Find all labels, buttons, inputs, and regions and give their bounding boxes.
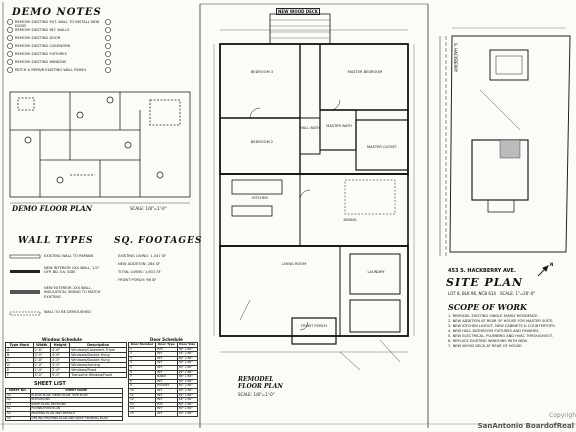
demo-note-item-4: REMOVE EXISTING CASEWORK <box>15 44 71 48</box>
demo-note-markers <box>7 19 111 73</box>
demo-note-item-2: REMOVE EXISTING INT. WALLS <box>15 28 70 32</box>
room-kitchen: KITCHEN <box>252 196 268 200</box>
table-header: Type Mark <box>5 342 34 348</box>
wall-type-swatches <box>9 254 41 316</box>
sq-footage-total: TOTAL LIVING: 1,631 SF <box>118 270 161 274</box>
wall-type-new-interior: NEW INTERIOR 2X4 WALL, 1/2" GYP. BD. EA.… <box>44 266 100 275</box>
table-cell: 3'-0" <box>32 372 52 378</box>
site-plan-title: SITE PLAN <box>446 276 524 289</box>
demo-notes-title: DEMO NOTES <box>12 7 102 18</box>
floor-plan-scale: SCALE: 1/8"=1'-0" <box>238 392 275 397</box>
sq-footage-porch: FRONT PORCH: 96 SF <box>118 278 157 282</box>
wall-type-new-exterior: NEW EXTERIOR 2X4 WALL, INSULATION, SIDIN… <box>44 286 101 299</box>
demo-note-item-6: REMOVE EXISTING WINDOW <box>15 60 66 64</box>
room-living-room: LIVING ROOM <box>281 262 307 266</box>
table-cell: 30" x 80" <box>176 410 199 417</box>
scope-item-2: 2. NEW ADDITION AT REAR OF HOUSE FOR MAS… <box>448 319 554 323</box>
room-master-bath: MASTER BATH <box>326 124 352 128</box>
wall-type-demolish: WALL TO BE DEMOLISHED <box>44 310 92 314</box>
table-cell: S3 <box>5 415 31 422</box>
table-cell: 15 <box>127 410 157 417</box>
demo-plan-drawing <box>9 91 191 204</box>
demo-note-item-3: REMOVE EXISTING DOOR <box>15 36 61 40</box>
site-scale: SCALE: 1"=20'-0" <box>500 291 536 296</box>
room-master-bedroom: MASTER BEDROOM <box>347 70 383 74</box>
demo-note-item-5: REMOVE EXISTING FIXTURES <box>15 52 67 56</box>
scope-item-3: 3. NEW KITCHEN LAYOUT, NEW CABINETS & CO… <box>448 324 556 328</box>
room-dining: DINING <box>343 218 357 222</box>
table-cell: F <box>5 372 34 378</box>
scope-item-7: 7. NEW WOOD DECK AT REAR OF HOUSE. <box>448 344 523 348</box>
table-cell: CEILING FRAMING PLAN AND ROOF FRAMING PL… <box>29 415 124 422</box>
copyright-watermark: Copyrigh <box>549 412 576 419</box>
demo-note-item-1: REMOVE EXISTING EXT. WALL TO INSTALL NEW… <box>15 20 100 29</box>
table-header: Door Number <box>127 342 157 348</box>
sq-footages-title: SQ. FOOTAGES <box>114 236 203 246</box>
scope-of-work-title: SCOPE OF WORK <box>448 302 527 312</box>
site-plan-drawing <box>439 27 571 277</box>
board-watermark: SanAntonio BoardofReal <box>477 422 574 430</box>
floor-plan-title: REMODEL FLOOR PLAN <box>238 376 283 390</box>
site-street-name: S. HACKBERRY <box>453 43 458 73</box>
demo-floor-plan-scale: SCALE: 1/8"=1'-0" <box>130 206 167 211</box>
room-master-closet: MASTER CLOSET <box>367 145 397 149</box>
door-schedule-title: Door Schedule <box>150 337 183 342</box>
sq-footage-existing: EXISTING LIVING: 1,347 SF <box>118 254 167 258</box>
table-header: Height <box>50 342 71 348</box>
demo-floor-plan-title: DEMO FLOOR PLAN <box>12 204 93 213</box>
table-row: Type Mark Width Height Description <box>5 342 127 348</box>
north-arrow-icon: N <box>550 262 554 267</box>
wall-type-existing: EXISTING WALL TO REMAIN <box>44 254 94 258</box>
room-front-porch: FRONT PORCH <box>301 324 327 328</box>
sq-footage-addition: NEW ADDITION: 284 SF <box>118 262 161 266</box>
room-bedroom-3: BEDROOM 3 <box>250 70 274 74</box>
scope-item-5: 5. NEW ELECTRICAL, PLUMBING AND HVAC THR… <box>448 334 553 338</box>
room-hall-bath: HALL BATH <box>300 126 320 130</box>
site-lot: LOT 8, BLK 96, NCB 614 <box>448 291 496 296</box>
site-address: 453 S. HACKBERRY AVE. <box>448 268 516 274</box>
scope-item-1: 1. REMODEL EXISTING SINGLE FAMILY RESIDE… <box>448 314 539 318</box>
room-bedroom-2: BEDROOM 2 <box>250 140 274 144</box>
wall-types-title: WALL TYPES <box>18 236 94 246</box>
table-cell: Transome Window/Fixed <box>69 372 127 378</box>
table-cell: 5'-0" <box>50 372 71 378</box>
remodel-plan-drawing <box>213 13 415 371</box>
deck-label: NEW WOOD DECK <box>276 8 320 15</box>
sheet-list-title: SHEET LIST <box>34 381 66 387</box>
scope-item-4: 4. NEW HALL BATHROOM FIXTURES AND FINISH… <box>448 329 540 333</box>
table-cell: INT <box>155 410 178 417</box>
window-schedule-title: Window Schedule <box>42 337 82 342</box>
demo-note-item-7: PATCH & REPAIR EXISTING WALL FINISH <box>15 68 87 72</box>
room-laundry: LAUNDRY <box>367 270 385 274</box>
scope-item-6: 6. REPLACE EXISTING WINDOWS WITH NEW. <box>448 339 528 343</box>
